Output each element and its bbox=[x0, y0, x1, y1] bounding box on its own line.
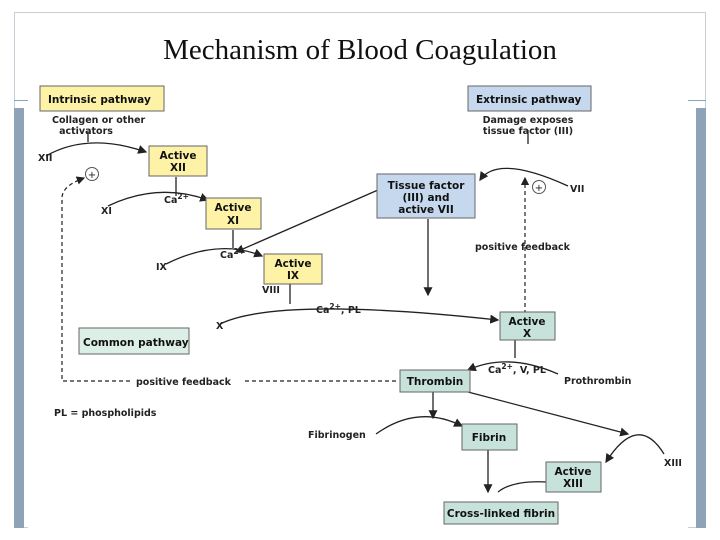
active-ix-box bbox=[263, 253, 323, 285]
active-xiii-label-2: XIII bbox=[563, 478, 583, 490]
active-x-label-2: X bbox=[523, 328, 531, 340]
slide-title: Mechanism of Blood Coagulation bbox=[163, 34, 557, 66]
extrinsic-pathway-box bbox=[467, 85, 592, 112]
plus-markers: + + bbox=[85, 167, 546, 194]
arrow-vii-activation bbox=[479, 167, 569, 187]
plus-circle-intrinsic bbox=[85, 167, 99, 181]
arrow-x-activation bbox=[219, 308, 500, 325]
calcium-pl-label: Ca2+, PL bbox=[316, 302, 361, 316]
decorative-line-left bbox=[14, 100, 32, 101]
fibrin-label: Fibrin bbox=[472, 432, 507, 444]
active-xii-label-2: XII bbox=[170, 162, 186, 174]
cross-linked-fibrin-box bbox=[443, 501, 559, 525]
left-accent-band bbox=[14, 108, 24, 528]
extrinsic-pathway-label: Extrinsic pathway bbox=[476, 94, 582, 106]
plus-circle-extrinsic bbox=[532, 180, 546, 194]
arrow-tissue-factor-to-ix bbox=[234, 189, 379, 254]
connector-arrows bbox=[45, 130, 665, 494]
active-xii-box bbox=[148, 145, 208, 177]
plus-sign-intrinsic: + bbox=[88, 170, 96, 181]
tissue-factor-label-3: active VII bbox=[398, 204, 454, 216]
tissue-factor-box bbox=[376, 173, 476, 219]
arrow-prothrombin-conversion bbox=[466, 361, 559, 375]
active-xiii-label-1: Active bbox=[555, 466, 592, 478]
arrow-xii-activation bbox=[45, 142, 148, 157]
box-labels: Intrinsic pathway Extrinsic pathway Acti… bbox=[48, 94, 591, 520]
thrombin-box bbox=[399, 369, 471, 393]
factor-xiii-label: XIII bbox=[664, 458, 682, 469]
positive-feedback-label-extrinsic: positive feedback bbox=[475, 242, 571, 253]
thrombin-label: Thrombin bbox=[407, 376, 464, 388]
common-pathway-label: Common pathway bbox=[83, 337, 189, 349]
active-xi-box bbox=[205, 197, 262, 230]
tissue-factor-label-2: (III) and bbox=[402, 192, 449, 204]
positive-feedback-label-intrinsic: positive feedback bbox=[136, 377, 232, 388]
active-x-label-1: Active bbox=[509, 316, 546, 328]
common-pathway-box bbox=[78, 327, 190, 355]
factor-viii-label: VIII bbox=[262, 285, 280, 296]
active-xiii-box bbox=[545, 461, 602, 493]
arrow-xi-activation bbox=[107, 191, 210, 207]
arrow-active-xiii-join bbox=[497, 481, 549, 493]
factor-vii-label: VII bbox=[570, 184, 584, 195]
collagen-label-2: activators bbox=[59, 126, 113, 137]
calcium-label-2: Ca2+ bbox=[220, 247, 245, 261]
intrinsic-pathway-label: Intrinsic pathway bbox=[48, 94, 151, 106]
feedback-loops bbox=[61, 176, 530, 382]
diagram-boxes bbox=[39, 85, 602, 525]
plus-sign-extrinsic: + bbox=[535, 183, 543, 194]
calcium-label-1: Ca2+ bbox=[164, 192, 189, 206]
active-xi-label-1: Active bbox=[215, 202, 252, 214]
factor-xii-label: XII bbox=[38, 153, 52, 164]
right-accent-band bbox=[696, 108, 706, 528]
tissue-factor-label-1: Tissue factor bbox=[388, 180, 466, 192]
collagen-label-1: Collagen or other bbox=[52, 115, 146, 126]
calcium-v-pl-label: Ca2+, V, PL bbox=[488, 362, 546, 376]
positive-feedback-label-bg bbox=[132, 375, 242, 387]
active-ix-label-2: IX bbox=[287, 270, 299, 282]
fibrin-box bbox=[461, 423, 518, 451]
cross-linked-fibrin-label: Cross-linked fibrin bbox=[447, 508, 555, 520]
active-xii-label-1: Active bbox=[160, 150, 197, 162]
arrow-fibrinogen-conversion bbox=[375, 416, 464, 435]
coagulation-diagram-svg: + + Intrinsic pathway Extrinsic pathway … bbox=[38, 85, 682, 525]
factor-ix-label: IX bbox=[156, 262, 168, 273]
feedback-loop-intrinsic bbox=[61, 176, 396, 382]
arrow-thrombin-to-xiii bbox=[467, 391, 630, 437]
fibrinogen-label: Fibrinogen bbox=[308, 430, 366, 441]
prothrombin-label: Prothrombin bbox=[564, 376, 632, 387]
free-labels: Collagen or other activators Damage expo… bbox=[38, 115, 682, 469]
coagulation-diagram: + + Intrinsic pathway Extrinsic pathway … bbox=[28, 82, 688, 528]
phospholipids-note: PL = phospholipids bbox=[54, 408, 157, 419]
factor-x-label: X bbox=[216, 321, 224, 332]
active-x-box bbox=[499, 311, 556, 341]
arrow-ix-activation bbox=[165, 248, 264, 265]
damage-label-2: tissue factor (III) bbox=[483, 126, 573, 137]
active-xi-label-2: XI bbox=[227, 215, 239, 227]
intrinsic-pathway-box bbox=[39, 85, 165, 112]
factor-xi-label: XI bbox=[101, 206, 112, 217]
arrow-xiii-activation bbox=[605, 434, 665, 464]
decorative-line-right bbox=[682, 100, 706, 101]
active-ix-label-1: Active bbox=[275, 258, 312, 270]
damage-label-1: Damage exposes bbox=[483, 115, 574, 126]
